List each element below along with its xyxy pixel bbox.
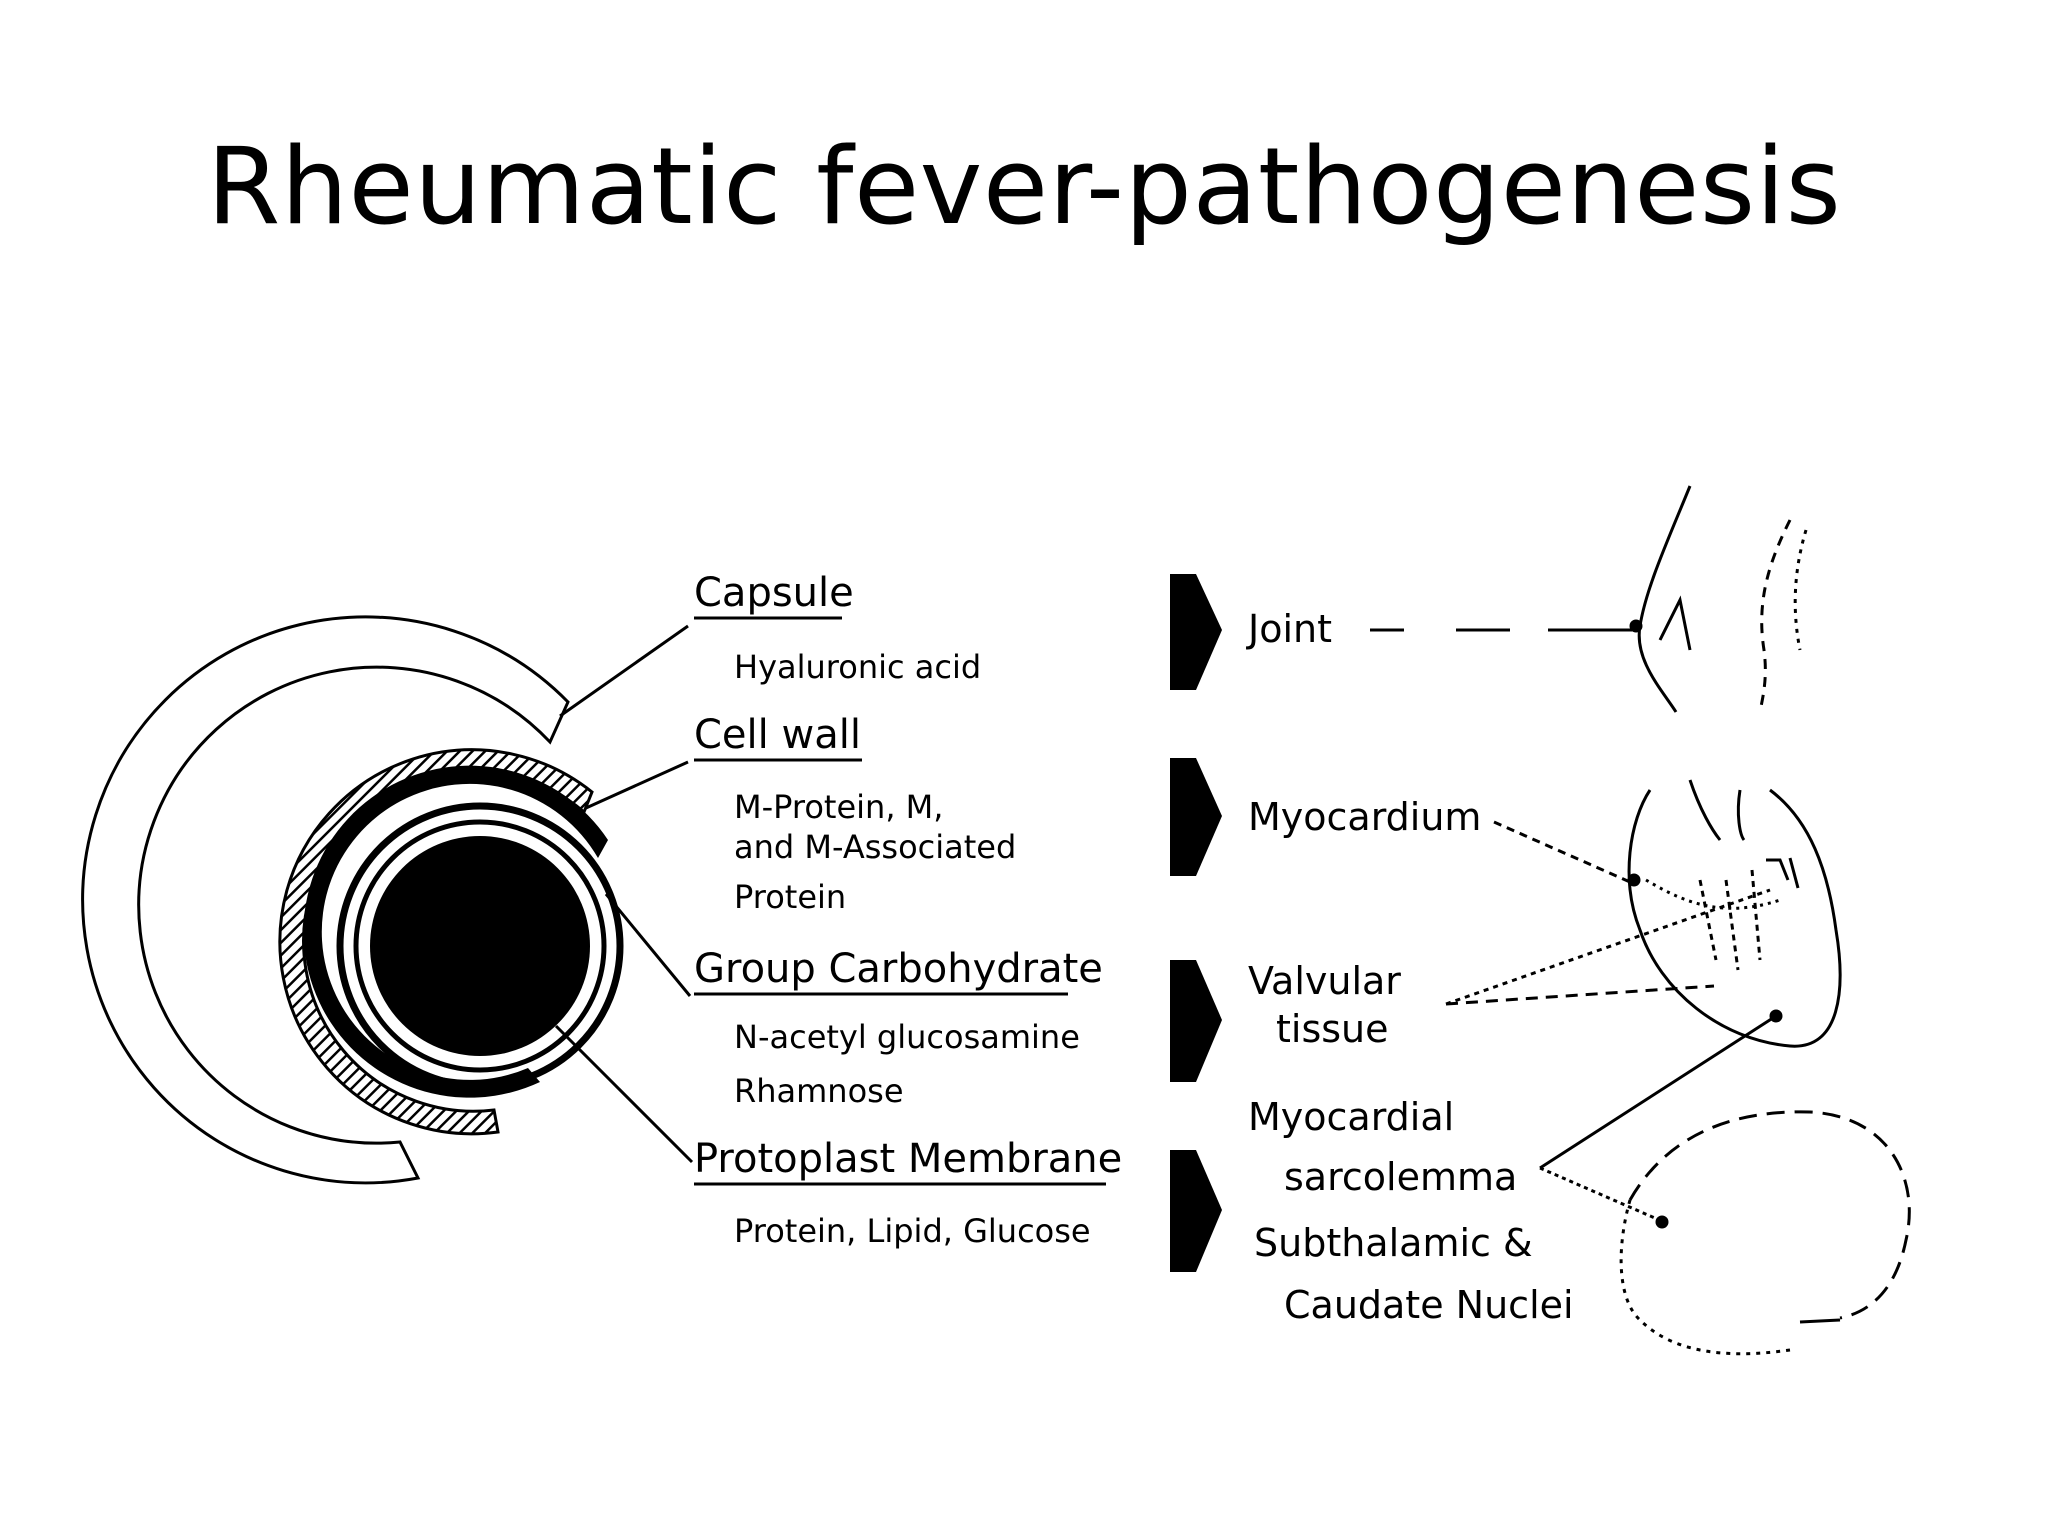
brain-head-sketch <box>1619 1110 1911 1356</box>
capsule-leader-line <box>559 624 689 718</box>
arrows <box>1170 574 1222 1272</box>
component-detail: Rhamnose <box>734 1072 904 1110</box>
membrane-leader-line <box>554 1024 694 1164</box>
cell-wall-leader-line <box>585 760 689 810</box>
component-name: Capsule <box>694 570 854 616</box>
cytoplasm-core <box>370 836 590 1056</box>
target-label: Joint <box>1246 607 1332 651</box>
target-label: Subthalamic & <box>1254 1221 1533 1265</box>
streptococcus-cell-diagram <box>81 615 624 1185</box>
target-label: Myocardium <box>1248 795 1481 839</box>
target-label: sarcolemma <box>1284 1155 1517 1199</box>
target-labels: Joint Myocardium Valvular tissue Myocard… <box>1246 607 1574 1327</box>
target-label: tissue <box>1276 1007 1389 1051</box>
component-labels: Capsule Hyaluronic acid Cell wall M-Prot… <box>694 570 1122 1250</box>
protoplast-membrane-inner <box>353 819 607 1073</box>
protoplast-membrane-outer <box>336 802 624 1090</box>
component-detail: N-acetyl glucosamine <box>734 1018 1080 1056</box>
component-detail: Hyaluronic acid <box>734 648 981 686</box>
component-detail: and M-Associated <box>734 828 1016 866</box>
component-name: Cell wall <box>694 712 861 758</box>
arrow-right-icon <box>1170 574 1222 690</box>
component-name: Group Carbohydrate <box>694 946 1103 992</box>
arrow-right-icon <box>1170 960 1222 1082</box>
target-label: Myocardial <box>1248 1095 1454 1139</box>
heart-sketch <box>1627 779 1842 1048</box>
carbohydrate-leader-line <box>604 893 692 997</box>
target-label: Caudate Nuclei <box>1284 1283 1574 1327</box>
knee-joint-sketch <box>1629 485 1808 713</box>
component-detail: Protein, Lipid, Glucose <box>734 1212 1091 1250</box>
component-detail: Protein <box>734 878 846 916</box>
component-name: Protoplast Membrane <box>694 1136 1122 1182</box>
target-label: Valvular <box>1248 959 1401 1003</box>
arrow-right-icon <box>1170 1150 1222 1272</box>
component-detail: M-Protein, M, <box>734 788 943 826</box>
pointer-lines <box>1370 628 1777 1224</box>
capsule-layer <box>81 615 570 1185</box>
arrow-right-icon <box>1170 758 1222 876</box>
slide-title: Rheumatic fever-pathogenesis <box>206 125 1842 248</box>
